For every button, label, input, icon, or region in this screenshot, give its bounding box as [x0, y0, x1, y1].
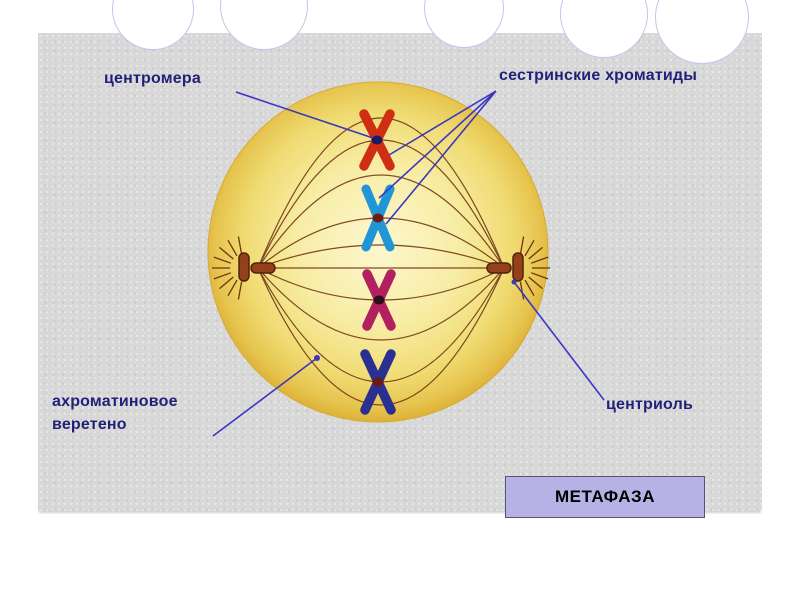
label-centriole: центриоль	[606, 396, 694, 413]
label-centromere: центромера	[104, 70, 201, 87]
label-achromatic-spindle-line2: веретено	[52, 416, 127, 433]
slide-panel	[38, 33, 762, 511]
phase-title-box: МЕТАФАЗА	[505, 476, 705, 518]
label-achromatic-spindle-line1: ахроматиновое	[52, 393, 178, 410]
label-achromatic-spindle: ахроматиновое веретено	[52, 390, 178, 436]
label-sister-chromatids: сестринские хроматиды	[499, 67, 698, 84]
phase-title: МЕТАФАЗА	[555, 487, 655, 506]
